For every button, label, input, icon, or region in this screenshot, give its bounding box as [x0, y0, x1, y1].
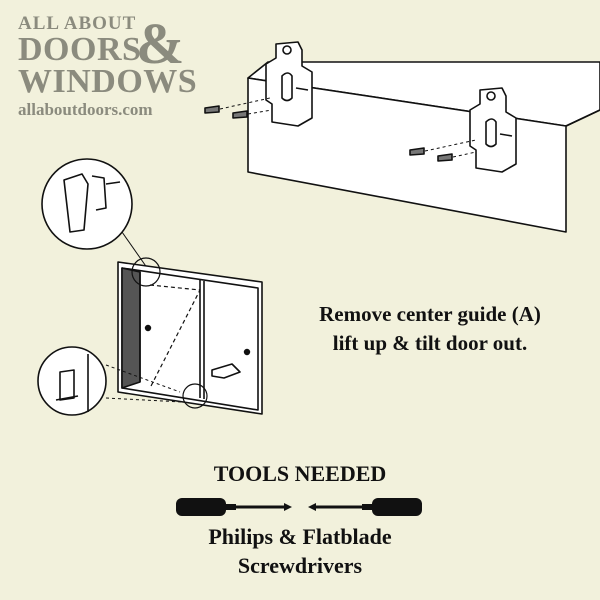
detail-circle-top: [41, 158, 151, 273]
tools-description: Philips & Flatblade Screwdrivers: [0, 522, 600, 580]
instruction-caption: Remove center guide (A) lift up & tilt d…: [280, 300, 580, 358]
detail-circle-bottom: [37, 346, 183, 416]
closet-doors: [117, 261, 263, 415]
instruction-line-2: lift up & tilt door out.: [332, 331, 528, 355]
logo-line-3: WINDOWS: [18, 63, 198, 100]
brand-logo: ALL ABOUT DOORS & WINDOWS allaboutdoors.…: [18, 11, 198, 120]
tools-line-1: Philips & Flatblade: [208, 524, 392, 549]
flatblade-screwdriver: [308, 498, 422, 516]
philips-screwdriver: [176, 498, 292, 516]
instruction-line-1: Remove center guide (A): [319, 302, 541, 326]
tools-heading: TOOLS NEEDED: [213, 461, 387, 486]
tools-line-2: Screwdrivers: [237, 553, 363, 578]
screw-group: [204, 105, 453, 162]
hanger-bracket-left: [265, 41, 313, 127]
logo-ampersand: &: [136, 11, 185, 76]
logo-line-2: DOORS: [18, 31, 142, 68]
logo-line-1: ALL ABOUT: [18, 13, 137, 34]
logo-url: allaboutdoors.com: [18, 100, 153, 119]
hanger-bracket-right: [469, 87, 517, 173]
